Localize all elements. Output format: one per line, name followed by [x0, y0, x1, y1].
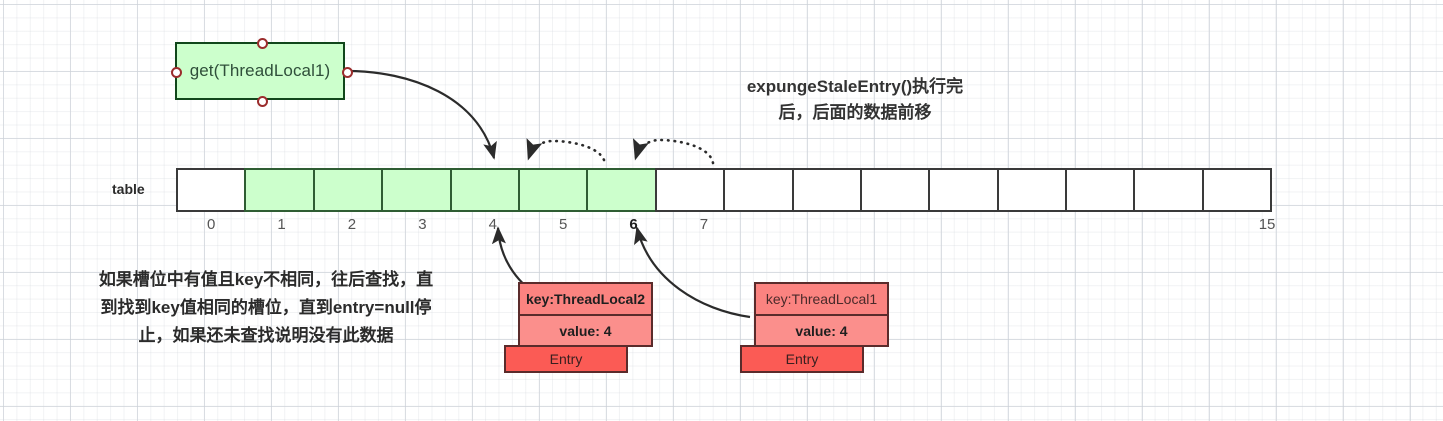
- table-index-9: [810, 216, 880, 233]
- table-index-10: [880, 216, 950, 233]
- table-slot-9[interactable]: [791, 168, 862, 212]
- table-slot-0[interactable]: [176, 168, 247, 212]
- entry-value-row: value: 4: [518, 314, 653, 347]
- table-index-5: 5: [558, 216, 568, 233]
- entry-card-threadlocal1[interactable]: key:ThreadLocal1 value: 4 Entry: [740, 282, 889, 373]
- entry-key-row: key:ThreadLocal2: [518, 282, 653, 316]
- lookup-rule-note-line-1: 如果槽位中有值且key不相同，往后查找，直: [98, 270, 434, 289]
- get-threadlocal-label: get(ThreadLocal1): [189, 61, 331, 80]
- port-bottom-handle[interactable]: [257, 96, 268, 107]
- table-slot-1[interactable]: [244, 168, 315, 212]
- entry-footer-row: Entry: [740, 345, 864, 373]
- table-slot-5[interactable]: [517, 168, 589, 212]
- table-slot-11[interactable]: [928, 168, 999, 212]
- table-label: table: [112, 181, 145, 197]
- table-index-row: 0 1 2 3 4 5 6 7 15: [176, 216, 1302, 233]
- table-slot-3[interactable]: [381, 168, 452, 212]
- diagram-title: expungeStaleEntry()执行完 后，后面的数据前移: [690, 74, 1020, 126]
- table-index-3: 3: [418, 216, 427, 233]
- table-index-6: 6: [629, 216, 638, 233]
- table-index-1: 1: [277, 216, 286, 233]
- table-index-13: [1091, 216, 1161, 233]
- table-index-0: 0: [207, 216, 216, 233]
- port-left-handle[interactable]: [171, 67, 182, 78]
- lookup-rule-note-line-3: 止，如果还未查找说明没有此数据: [138, 326, 394, 345]
- port-right-handle[interactable]: [342, 67, 353, 78]
- port-top-handle[interactable]: [257, 38, 268, 49]
- entry-footer-row: Entry: [504, 345, 628, 373]
- entry-value-row: value: 4: [754, 314, 889, 347]
- table-index-15: 15: [1258, 216, 1276, 233]
- lookup-rule-note: 如果槽位中有值且key不相同，往后查找，直 到找到key值相同的槽位，直到ent…: [48, 266, 484, 350]
- diagram-title-line-1: expungeStaleEntry()执行完: [746, 77, 964, 96]
- table-slot-15[interactable]: [1201, 168, 1273, 212]
- entry-key-row: key:ThreadLocal1: [754, 282, 889, 316]
- table-slot-8[interactable]: [723, 168, 794, 212]
- table-slot-row: [176, 168, 1273, 212]
- lookup-rule-note-line-2: 到找到key值相同的槽位，直到entry=null停: [100, 298, 432, 317]
- table-index-14: [1161, 216, 1231, 233]
- table-index-8: [739, 216, 809, 233]
- table-slot-10[interactable]: [859, 168, 931, 212]
- table-slot-12[interactable]: [996, 168, 1068, 212]
- diagram-title-line-2: 后，后面的数据前移: [778, 103, 932, 122]
- table-slot-6[interactable]: [586, 168, 657, 212]
- table-slot-7[interactable]: [654, 168, 726, 212]
- entry-card-threadlocal2[interactable]: key:ThreadLocal2 value: 4 Entry: [504, 282, 653, 373]
- table-slot-4[interactable]: [449, 168, 520, 212]
- table-index-2: 2: [347, 216, 357, 233]
- get-threadlocal-node[interactable]: get(ThreadLocal1): [171, 38, 353, 107]
- table-slot-14[interactable]: [1133, 168, 1204, 212]
- table-index-11: [950, 216, 1020, 233]
- table-slot-2[interactable]: [312, 168, 384, 212]
- table-index-4: 4: [488, 216, 497, 233]
- table-slot-13[interactable]: [1065, 168, 1136, 212]
- table-index-12: [1021, 216, 1091, 233]
- table-index-7: 7: [699, 216, 709, 233]
